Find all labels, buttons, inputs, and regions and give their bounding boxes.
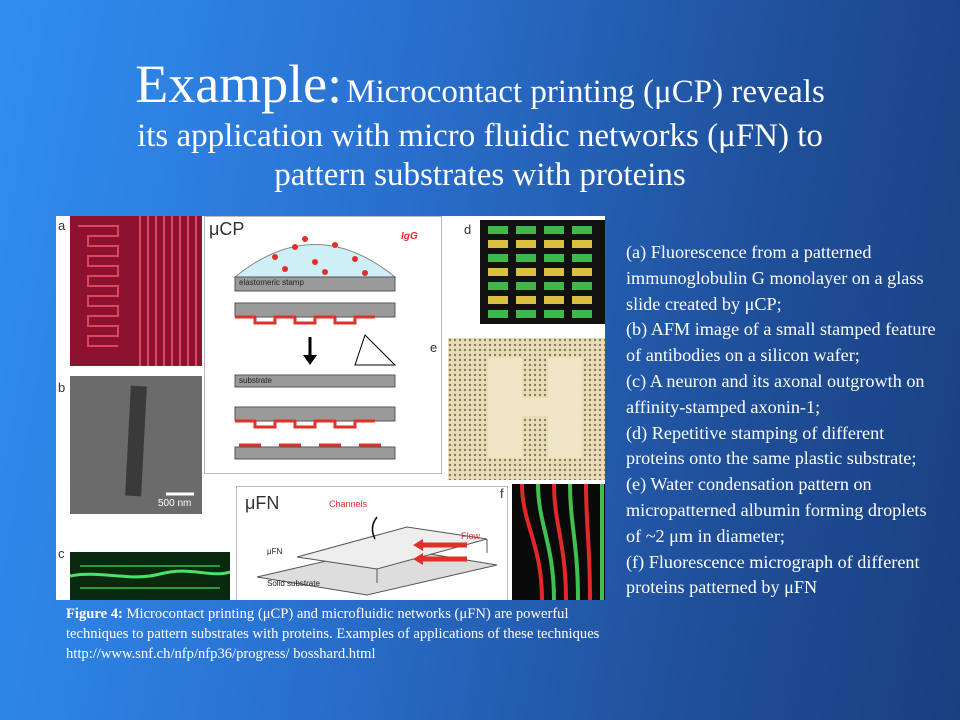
panel-f-image bbox=[512, 484, 605, 600]
caption-url[interactable]: http://www.snf.ch/nfp/nfp36/progress/ bo… bbox=[66, 646, 376, 662]
igg-label: IgG bbox=[401, 231, 418, 242]
elastomeric-stamp-label: elastomeric stamp bbox=[239, 278, 304, 287]
figure-image: a 500 nm b c μCP bbox=[56, 216, 605, 600]
solid-substrate-label: Solid substrate bbox=[267, 579, 320, 588]
panel-label-b: b bbox=[58, 380, 66, 395]
caption-label: Figure 4: bbox=[66, 606, 123, 622]
title-line1-rest: Microcontact printing (μCP) reveals bbox=[346, 74, 825, 110]
description-a: (a) Fluorescence from a patterned immuno… bbox=[626, 242, 924, 314]
ufn-schematic: μFN Channels Flow μFN Solid substrate bbox=[236, 486, 508, 600]
scale-bar-label: 500 nm bbox=[158, 498, 192, 509]
title-lead: Example: bbox=[135, 54, 343, 114]
slide-title: Example: Microcontact printing (μCP) rev… bbox=[60, 52, 900, 196]
panel-e-pattern bbox=[448, 338, 605, 480]
ucp-diagram bbox=[233, 236, 397, 460]
panel-c-neuron bbox=[70, 565, 230, 589]
ucp-title: μCP bbox=[209, 219, 245, 239]
description-c: (c) A neuron and its axonal outgrowth on… bbox=[626, 370, 925, 417]
description-b: (b) AFM image of a small stamped feature… bbox=[626, 319, 936, 366]
panel-label-f: f bbox=[500, 486, 504, 501]
panel-label-c: c bbox=[58, 546, 65, 561]
description-f: (f) Fluorescence micrograph of different… bbox=[626, 551, 920, 598]
panel-b-image: 500 nm bbox=[70, 376, 202, 514]
ufn-diagram bbox=[256, 516, 498, 596]
panel-e-image bbox=[448, 338, 605, 480]
panel-d-grid bbox=[488, 226, 592, 318]
panel-label-e: e bbox=[430, 340, 438, 355]
description-e: (e) Water condensation pattern on microp… bbox=[626, 474, 927, 546]
panel-a-image bbox=[70, 216, 202, 366]
caption-text: Microcontact printing (μCP) and microflu… bbox=[66, 606, 600, 642]
panel-label-a: a bbox=[58, 218, 66, 233]
panel-d-image bbox=[480, 220, 605, 324]
panel-f-channels bbox=[520, 484, 604, 600]
flow-label: Flow bbox=[461, 531, 481, 541]
description-d: (d) Repetitive stamping of different pro… bbox=[626, 422, 917, 469]
figure-caption: Figure 4: Microcontact printing (μCP) an… bbox=[66, 604, 626, 664]
panel-b-feature bbox=[70, 376, 202, 514]
panel-c-image bbox=[70, 552, 230, 600]
description-list: (a) Fluorescence from a patterned immuno… bbox=[626, 240, 936, 601]
title-line3: pattern substrates with proteins bbox=[274, 157, 686, 194]
title-line2: its application with micro fluidic netwo… bbox=[137, 117, 823, 154]
substrate-label: substrate bbox=[239, 376, 272, 385]
panel-a-pattern bbox=[70, 216, 202, 366]
panel-label-d: d bbox=[464, 222, 472, 237]
ucp-schematic: μCP IgG elastomeric stamp substrate bbox=[204, 216, 442, 474]
channels-label: Channels bbox=[329, 499, 368, 509]
ufn-title: μFN bbox=[245, 493, 280, 513]
ufn-small-label: μFN bbox=[267, 547, 283, 556]
